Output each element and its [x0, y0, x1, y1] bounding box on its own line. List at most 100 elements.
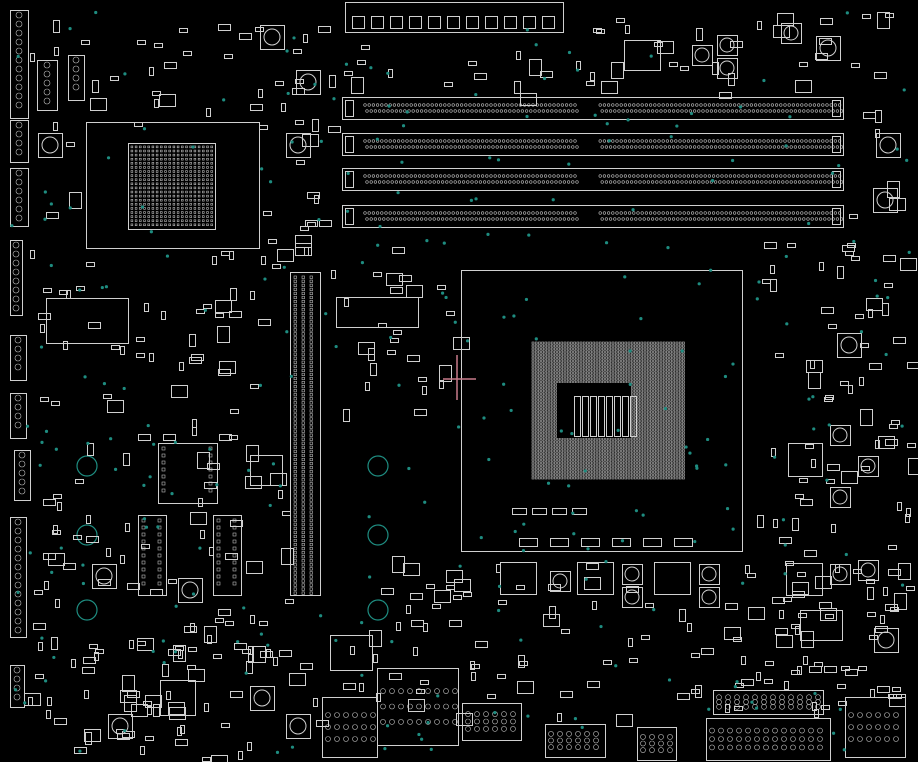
via [436, 694, 440, 698]
pin [656, 416, 660, 420]
via [905, 158, 909, 162]
pin [301, 344, 305, 348]
pin [618, 449, 621, 453]
via [78, 749, 82, 753]
pin [15, 101, 23, 109]
via [400, 160, 404, 164]
pin [309, 555, 313, 559]
pin [650, 368, 653, 372]
ic-chip-2 [138, 515, 167, 596]
pin [656, 476, 660, 480]
pin [14, 394, 22, 402]
pin [656, 410, 660, 414]
pin [301, 437, 305, 441]
pin [682, 467, 685, 471]
pin [718, 180, 722, 184]
pin [301, 336, 305, 340]
pin [627, 368, 631, 372]
smd-component [725, 704, 730, 713]
pin [605, 443, 608, 447]
pin [573, 365, 576, 369]
via [317, 218, 321, 222]
pin [293, 389, 297, 393]
pin [884, 724, 890, 730]
pin [436, 180, 441, 184]
pin [643, 455, 647, 459]
pin [726, 180, 730, 184]
pin [678, 386, 682, 390]
pin [164, 145, 167, 149]
pin [627, 473, 631, 477]
pin [640, 371, 644, 375]
via-layer [10, 10, 911, 754]
pin [301, 559, 305, 563]
ic-chip-13 [577, 562, 614, 595]
pin [656, 443, 660, 447]
pin [531, 398, 535, 402]
pin [726, 145, 730, 149]
pin [611, 464, 615, 468]
smd-component [474, 73, 487, 80]
pin [570, 440, 573, 444]
pin [821, 103, 825, 107]
pin [586, 470, 589, 474]
pin [650, 109, 655, 113]
pin [703, 139, 707, 143]
smd-component [863, 112, 876, 119]
smd-resistor [552, 508, 567, 515]
smd-component [498, 600, 507, 605]
pin [534, 395, 538, 399]
pin [524, 145, 529, 149]
pin [544, 419, 548, 423]
header-outline [10, 240, 23, 316]
pin [557, 359, 560, 363]
via [689, 111, 694, 116]
pin [575, 145, 579, 149]
pin [630, 392, 634, 396]
smd-component [463, 592, 472, 597]
smd-component [38, 642, 43, 651]
pin [602, 365, 605, 369]
pin [206, 149, 209, 153]
pin [637, 440, 640, 444]
pin [544, 344, 548, 348]
pin [544, 356, 548, 360]
pin [790, 744, 796, 751]
pin [334, 736, 340, 742]
pin [772, 180, 777, 184]
pin [407, 703, 413, 710]
pin [541, 359, 544, 363]
pin [634, 389, 637, 393]
pin [384, 103, 388, 107]
pin [418, 103, 422, 107]
pin [547, 383, 551, 387]
pin [672, 395, 676, 399]
pin [602, 344, 605, 348]
pin [483, 217, 487, 221]
pin [501, 718, 507, 725]
smd-component [218, 24, 231, 31]
pin [661, 139, 665, 143]
pin [518, 211, 523, 215]
pin [497, 174, 502, 178]
pin [650, 413, 653, 417]
pin [657, 139, 661, 143]
pin [595, 458, 599, 462]
via [142, 127, 147, 131]
pin [666, 473, 669, 477]
via [521, 548, 526, 553]
pin [181, 215, 184, 218]
pin [72, 65, 80, 73]
smd-component [773, 25, 790, 38]
pin [415, 145, 420, 149]
pin [789, 109, 793, 113]
smd-component [611, 62, 624, 79]
pin [301, 352, 305, 356]
pin [637, 383, 640, 387]
ic-chip-15 [786, 563, 823, 596]
pin [301, 287, 305, 291]
pin [621, 452, 624, 456]
pin [592, 374, 596, 378]
pin [560, 476, 564, 480]
